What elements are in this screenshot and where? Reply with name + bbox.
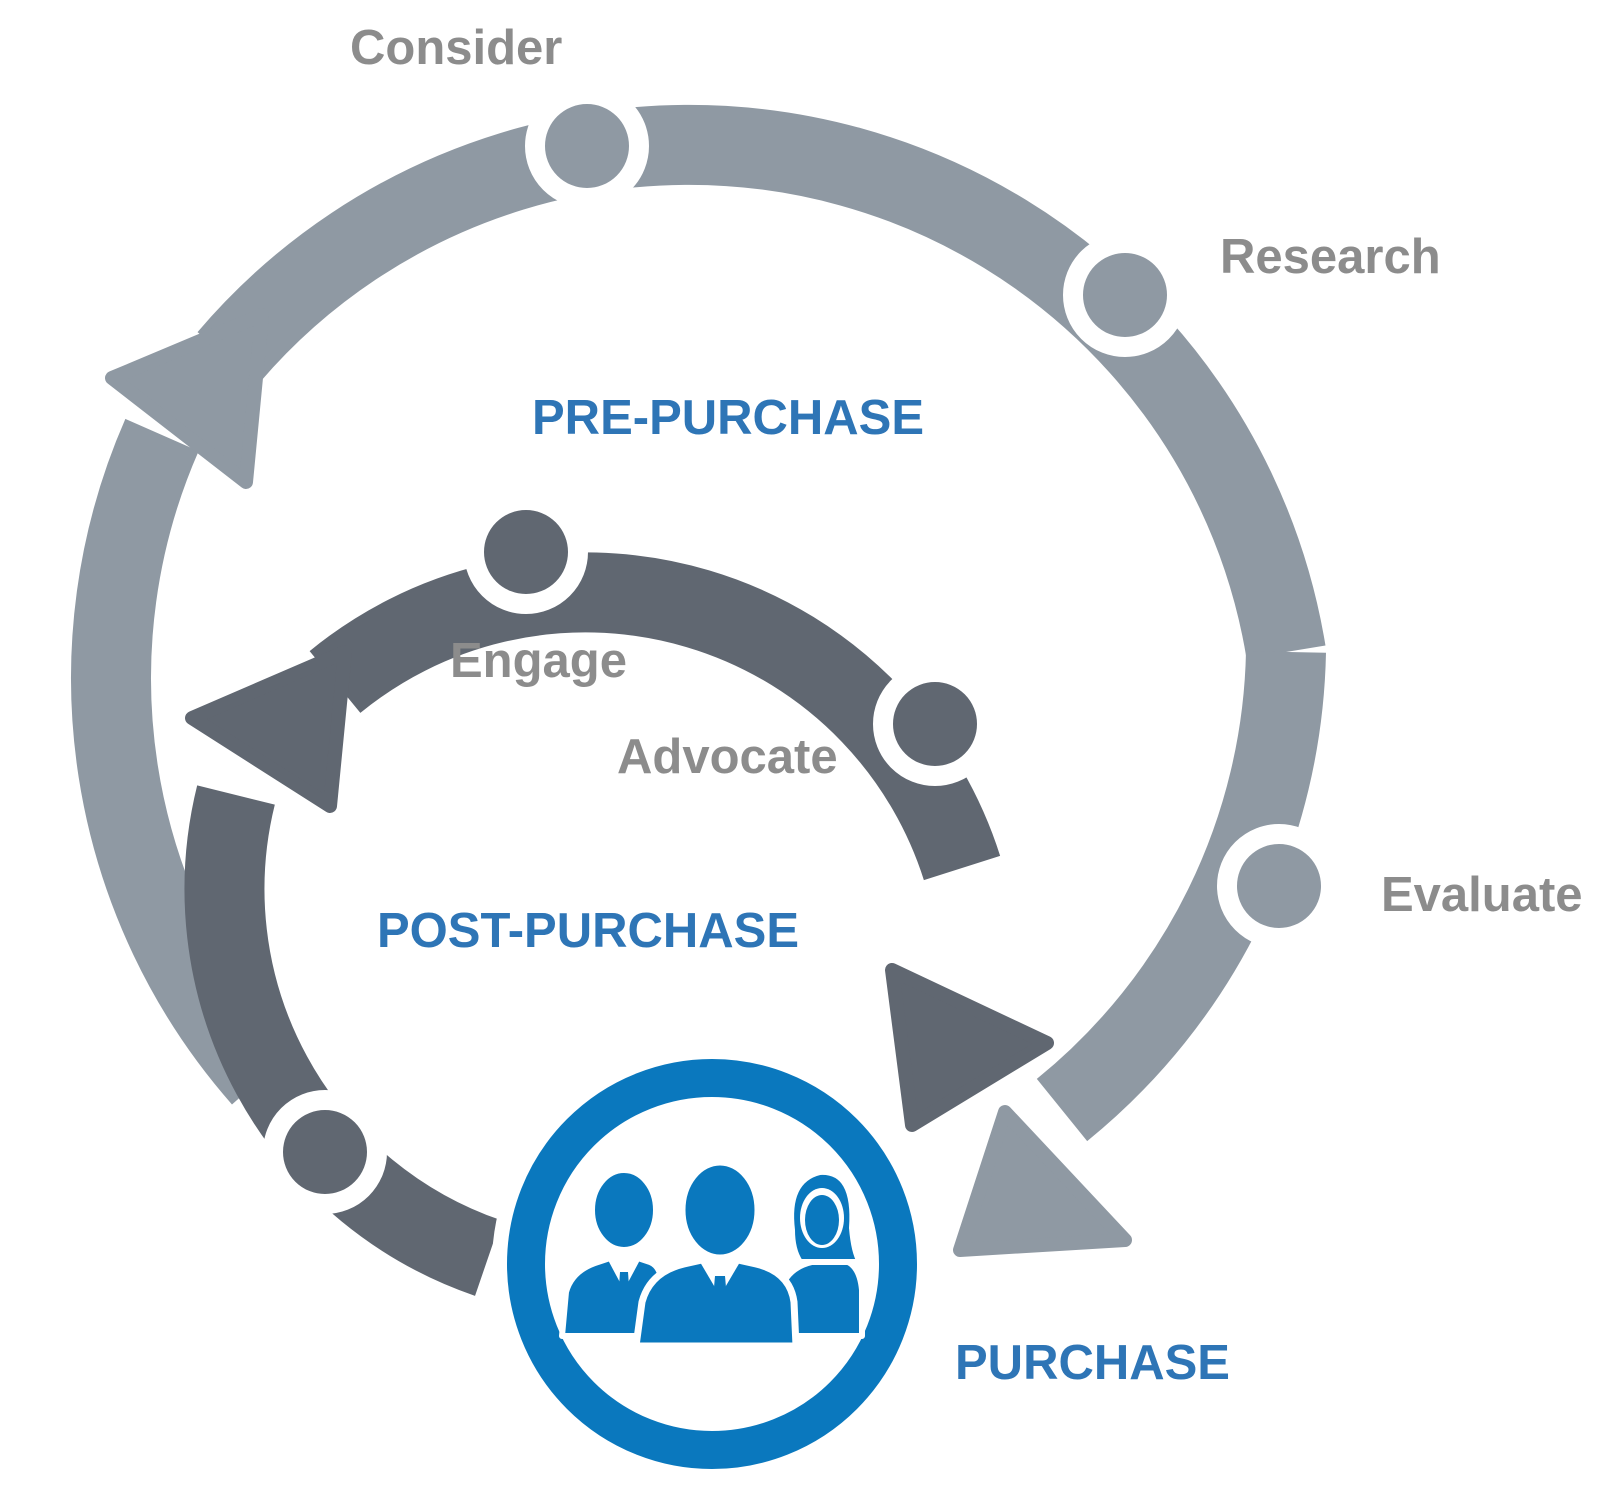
phase-label-pre-purchase: PRE-PURCHASE (532, 391, 925, 445)
node-evaluate (1217, 824, 1341, 948)
stage-label-evaluate: Evaluate (1381, 868, 1583, 922)
people-group-icon (559, 1158, 865, 1350)
stage-nodes (263, 84, 1341, 1214)
inner-arrowhead-left (185, 645, 352, 813)
purchase-hub (492, 1044, 932, 1484)
outer-arrowhead-top (105, 308, 269, 489)
phase-label-purchase: PURCHASE (955, 1336, 1230, 1390)
node-consider (525, 84, 649, 208)
left-person-icon (559, 1167, 664, 1339)
inner-arc-left (184, 785, 502, 1296)
outer-arc-top (197, 104, 1326, 659)
inner-arrowhead-right (885, 963, 1054, 1132)
stage-label-engage: Engage (450, 634, 627, 688)
phase-label-post-purchase: POST-PURCHASE (377, 904, 800, 958)
right-person-icon (775, 1168, 865, 1339)
outer-arrowhead-bottom (953, 1105, 1132, 1257)
node-engage (464, 490, 588, 614)
node-research (1063, 233, 1187, 357)
node-advocate (873, 662, 997, 786)
node-post-purchase-start (263, 1090, 387, 1214)
stage-label-consider: Consider (350, 21, 563, 75)
center-person-icon (632, 1158, 800, 1350)
stage-label-advocate: Advocate (617, 730, 838, 784)
stage-label-research: Research (1220, 230, 1441, 284)
